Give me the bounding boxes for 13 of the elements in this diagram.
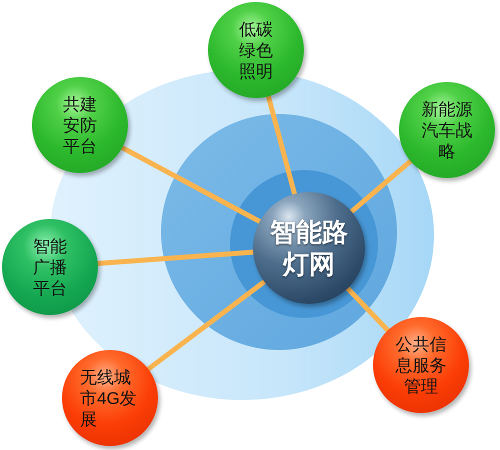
node-label: 共建安防平台: [62, 94, 98, 156]
node-label: 智能路灯网: [268, 216, 349, 280]
node-label: 公共信息服务管理: [394, 334, 448, 396]
connector-line: [96, 249, 256, 266]
node-label: 智能广播平台: [32, 236, 68, 298]
node-label: 新能源汽车战略: [420, 98, 474, 162]
connector-line: [145, 278, 268, 372]
connector-line: [265, 94, 298, 196]
node-label: 无线城市4G发展: [80, 366, 138, 430]
connector-line: [119, 144, 263, 225]
connector-line: [348, 158, 414, 215]
node-label: 低碳绿色照明: [238, 18, 274, 82]
connector-line: [344, 285, 391, 334]
